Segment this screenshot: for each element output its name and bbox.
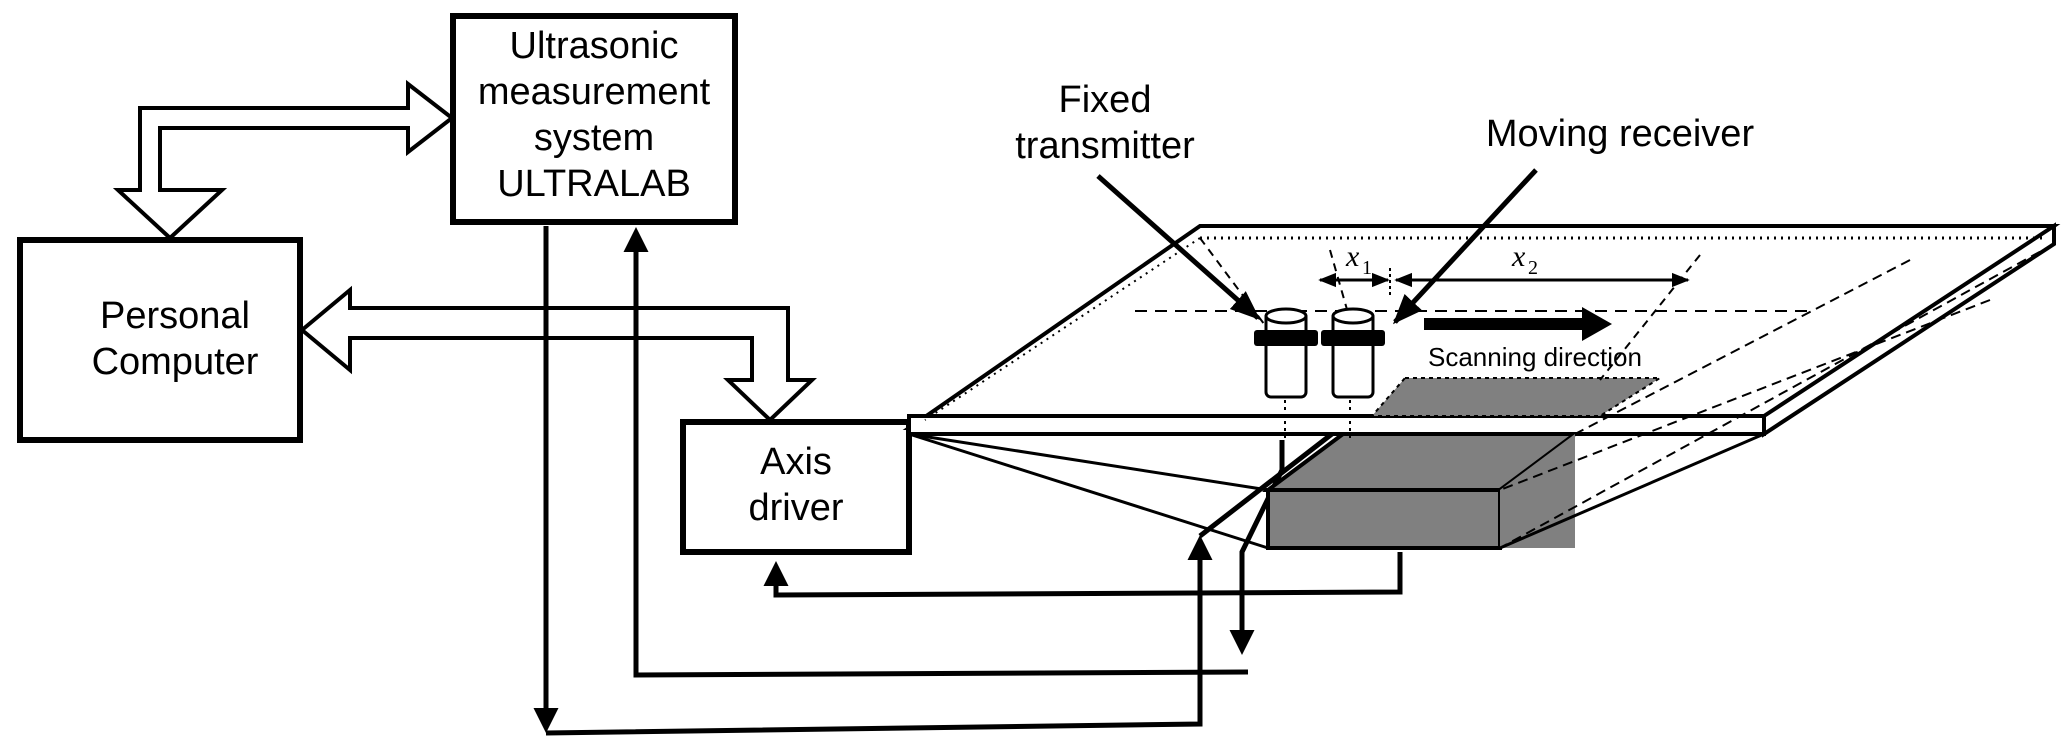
x2-subscript: 2 [1528, 257, 1538, 279]
tank-front-edge [907, 414, 1766, 436]
signal-line-return-to-ultrasonic [623, 227, 1249, 678]
pc-ultrasonic-hollow-arrow [112, 79, 456, 241]
ultrasonic-line-2: measurement [478, 71, 711, 113]
moving-receiver-probe [1321, 307, 1385, 399]
scanning-direction-label: Scanning direction [1428, 342, 1642, 372]
ultrasonic-line-1: Ultrasonic [510, 25, 679, 67]
axis-driver-box: Axis driver [680, 419, 912, 555]
x2-label: x [1511, 240, 1526, 273]
pc-axis-hollow-arrow [298, 285, 817, 423]
moving-receiver-label: Moving receiver [1486, 113, 1755, 155]
fixed-transmitter-leader [1096, 174, 1261, 320]
scan-area [1369, 377, 1664, 417]
specimen-right [1500, 434, 1575, 548]
moving-receiver-leader [1392, 168, 1538, 325]
signal-line-bottom-to-receiver [545, 535, 1213, 736]
ultrasonic-system-box: Ultrasonic measurement system ULTRALAB [450, 13, 738, 225]
pc-line-2: Computer [92, 341, 259, 383]
ultrasonic-line-3: system [534, 117, 654, 159]
scanning-direction-arrow [1424, 307, 1612, 341]
pc-line-1: Personal [100, 295, 250, 337]
ultrasonic-line-4: ULTRALAB [497, 163, 691, 205]
fixed-transmitter-label-2: transmitter [1015, 125, 1195, 167]
fixed-transmitter-probe [1254, 307, 1318, 399]
x1-subscript: 1 [1362, 257, 1372, 279]
x1-label: x [1345, 240, 1360, 273]
axis-line-2: driver [748, 487, 843, 529]
specimen-front [1266, 488, 1502, 550]
tank-assembly [902, 222, 2061, 550]
axis-line-1: Axis [760, 441, 832, 483]
personal-computer-box: Personal Computer [17, 237, 303, 443]
axis-driver-signal-line [763, 552, 1403, 598]
fixed-transmitter-label-1: Fixed [1059, 79, 1152, 121]
signal-line-transmitter-cable [1229, 440, 1285, 655]
